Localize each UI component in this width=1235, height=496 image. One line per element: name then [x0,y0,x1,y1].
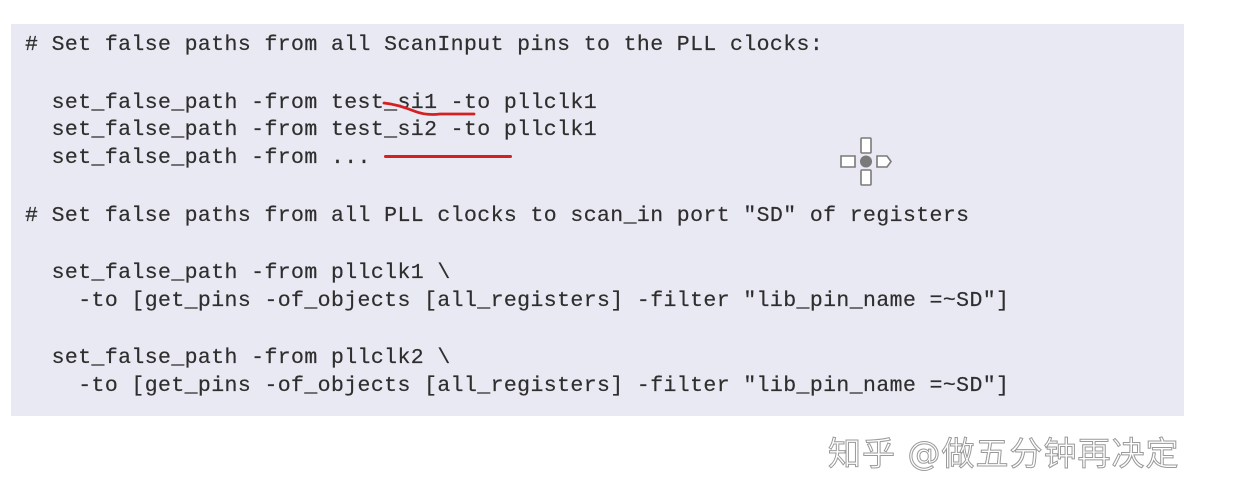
code-line-pllclk1-to: -to [get_pins -of_objects [all_registers… [25,289,1010,313]
code-line-set-false-path-ellipsis: set_false_path -from ... [25,146,371,170]
watermark: 知乎 @做五分钟再决定 [828,434,1180,474]
code-line-set-false-path-si2: set_false_path -from test_si2 -to pllclk… [25,118,597,142]
annotation-underline-ellipsis [384,155,512,158]
annotation-underline-test-si1 [382,101,476,116]
comment-line-1: # Set false paths from all ScanInput pin… [25,33,824,57]
move-cursor-icon [840,137,892,186]
code-block: # Set false paths from all ScanInput pin… [11,24,1184,416]
code-line-pllclk2-to: -to [get_pins -of_objects [all_registers… [25,374,1010,398]
code-line-pllclk1-from: set_false_path -from pllclk1 \ [25,261,451,285]
comment-line-2: # Set false paths from all PLL clocks to… [25,204,970,228]
code-line-set-false-path-si1: set_false_path -from test_si1 -to pllclk… [25,91,597,115]
code-line-pllclk2-from: set_false_path -from pllclk2 \ [25,346,451,370]
